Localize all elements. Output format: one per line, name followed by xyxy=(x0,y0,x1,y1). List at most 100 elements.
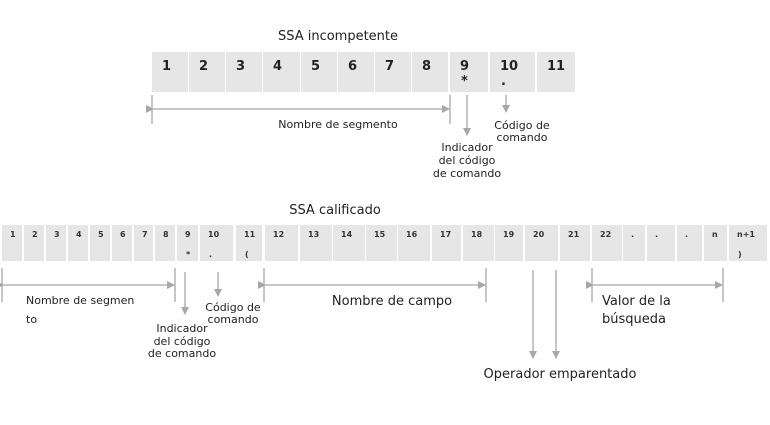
cell-position-number: 9 xyxy=(185,230,191,239)
cell-position-number: 10 xyxy=(500,59,518,74)
cell-symbol: * xyxy=(186,250,191,259)
q-segment-name-line2: to xyxy=(26,313,37,326)
q-indicator-line2: del código xyxy=(154,335,211,348)
cell-position-number: 9 xyxy=(460,59,469,74)
cell-position-number: 11 xyxy=(244,230,256,239)
field-cell xyxy=(112,225,132,261)
field-cell xyxy=(490,52,535,92)
field-cell xyxy=(537,52,575,92)
cell-position-number: 1 xyxy=(10,230,16,239)
field-cell xyxy=(68,225,88,261)
field-cell xyxy=(623,225,645,261)
q-command-code-line1: Código de xyxy=(205,301,261,314)
cell-symbol: ( xyxy=(245,250,249,259)
cell-position-number: 19 xyxy=(503,230,515,239)
cell-position-number: 22 xyxy=(600,230,611,239)
field-cell xyxy=(155,225,175,261)
field-cell xyxy=(200,225,233,261)
cell-symbol: * xyxy=(461,74,468,89)
cell-position-number: 20 xyxy=(533,230,545,239)
field-cell xyxy=(525,225,558,261)
cell-position-number: . xyxy=(685,230,688,239)
field-cell xyxy=(375,52,411,92)
cell-position-number: 10 xyxy=(208,230,220,239)
cell-position-number: 3 xyxy=(236,59,245,74)
cell-position-number: 14 xyxy=(341,230,353,239)
field-cell xyxy=(46,225,66,261)
field-cell xyxy=(592,225,622,261)
cell-position-number: . xyxy=(655,230,658,239)
cell-position-number: . xyxy=(631,230,634,239)
cell-position-number: 6 xyxy=(120,230,126,239)
command-code-label-line1: Código de xyxy=(494,119,550,132)
cell-position-number: 12 xyxy=(273,230,284,239)
field-cell xyxy=(265,225,298,261)
cell-position-number: 7 xyxy=(142,230,148,239)
cell-position-number: 8 xyxy=(163,230,169,239)
indicator-label-line2: del código xyxy=(439,154,496,167)
field-cell xyxy=(189,52,225,92)
cell-position-number: 17 xyxy=(440,230,451,239)
field-cell xyxy=(338,52,374,92)
field-cell xyxy=(463,225,494,261)
indicator-label-line1: Indicador xyxy=(441,141,493,154)
cell-position-number: 2 xyxy=(199,59,208,74)
cell-position-number: 4 xyxy=(273,59,282,74)
field-cell xyxy=(24,225,44,261)
cell-position-number: 11 xyxy=(547,59,565,74)
relational-operator-label: Operador emparentado xyxy=(484,367,637,382)
cell-position-number: 18 xyxy=(471,230,483,239)
field-cell xyxy=(677,225,702,261)
q-segment-name-line1: Nombre de segmen xyxy=(26,294,134,307)
q-command-code-line2: comando xyxy=(208,313,259,326)
segment-name-label: Nombre de segmento xyxy=(278,118,398,131)
cell-position-number: 1 xyxy=(162,59,171,74)
cell-position-number: n+1 xyxy=(737,230,755,239)
indicator-label-line3: de comando xyxy=(433,167,501,180)
field-cell xyxy=(236,225,262,261)
cell-position-number: 21 xyxy=(568,230,580,239)
cell-symbol: . xyxy=(209,250,212,259)
cell-symbol: . xyxy=(501,74,506,89)
cell-position-number: 2 xyxy=(32,230,38,239)
field-cell xyxy=(560,225,590,261)
field-cell xyxy=(729,225,767,261)
field-cell xyxy=(366,225,397,261)
field-cell xyxy=(226,52,262,92)
cell-position-number: n xyxy=(712,230,718,239)
field-cell xyxy=(398,225,430,261)
cell-position-number: 15 xyxy=(374,230,386,239)
q-indicator-line3: de comando xyxy=(148,347,216,360)
search-value-line2: búsqueda xyxy=(602,312,666,327)
field-cell xyxy=(177,225,198,261)
cell-position-number: 5 xyxy=(98,230,104,239)
field-cell xyxy=(432,225,461,261)
command-code-label-line2: comando xyxy=(497,131,548,144)
field-cell xyxy=(152,52,188,92)
q-indicator-line1: Indicador xyxy=(156,322,208,335)
field-cell xyxy=(2,225,22,261)
field-cell xyxy=(134,225,153,261)
field-cell xyxy=(301,52,337,92)
cell-position-number: 3 xyxy=(54,230,60,239)
field-cell xyxy=(90,225,110,261)
field-cell xyxy=(704,225,727,261)
field-cell xyxy=(647,225,675,261)
field-cell xyxy=(300,225,332,261)
field-name-label: Nombre de campo xyxy=(332,294,452,309)
field-cell xyxy=(450,52,488,92)
cell-position-number: 6 xyxy=(348,59,357,74)
field-cell xyxy=(412,52,448,92)
cell-position-number: 8 xyxy=(422,59,431,74)
cell-position-number: 16 xyxy=(406,230,418,239)
cell-position-number: 13 xyxy=(308,230,319,239)
incompetent-ssa-cells: 1 2 3 4 5 6 7 8 9* 10. 11 xyxy=(152,52,575,92)
field-cell xyxy=(495,225,523,261)
field-cell xyxy=(333,225,365,261)
cell-position-number: 5 xyxy=(311,59,320,74)
cell-position-number: 7 xyxy=(385,59,394,74)
field-cell xyxy=(263,52,300,92)
qualified-ssa-title: SSA calificado xyxy=(289,203,381,218)
